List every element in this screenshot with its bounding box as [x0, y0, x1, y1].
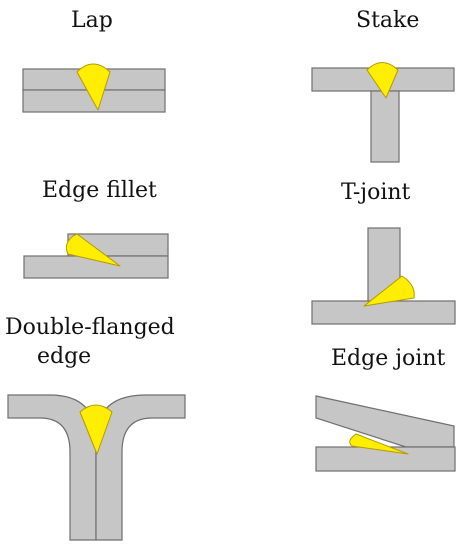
edge-fillet-joint: [23, 233, 169, 279]
edge-joint: [315, 395, 456, 472]
double-flanged-label-line1: Double-flanged: [5, 315, 175, 340]
stake-joint: [311, 62, 455, 163]
double-flanged-joint: [7, 394, 186, 541]
edge-joint-weld-bead: [349, 433, 409, 455]
double-flanged-weld-bead: [79, 404, 113, 455]
edge-joint-upper-plate: [315, 395, 455, 448]
stake-weld-bead: [366, 62, 399, 99]
lap-weld-bead: [76, 63, 111, 111]
t-joint: [311, 227, 456, 325]
edge-joint-lower-plate: [315, 446, 456, 472]
double-flanged-right-plate: [95, 394, 186, 541]
stake-label: Stake: [356, 8, 420, 33]
lap-joint: [22, 63, 166, 113]
lap-label: Lap: [71, 8, 113, 33]
edge-fillet-label: Edge fillet: [42, 178, 157, 203]
double-flanged-label-line2: edge: [37, 344, 92, 369]
t-joint-label: T-joint: [341, 180, 411, 205]
t-joint-base-plate: [311, 300, 456, 325]
t-joint-weld-bead: [363, 275, 415, 307]
edge-joint-label: Edge joint: [331, 346, 446, 371]
edge-fillet-weld-bead: [65, 233, 121, 267]
stake-vertical-plate: [370, 90, 400, 163]
